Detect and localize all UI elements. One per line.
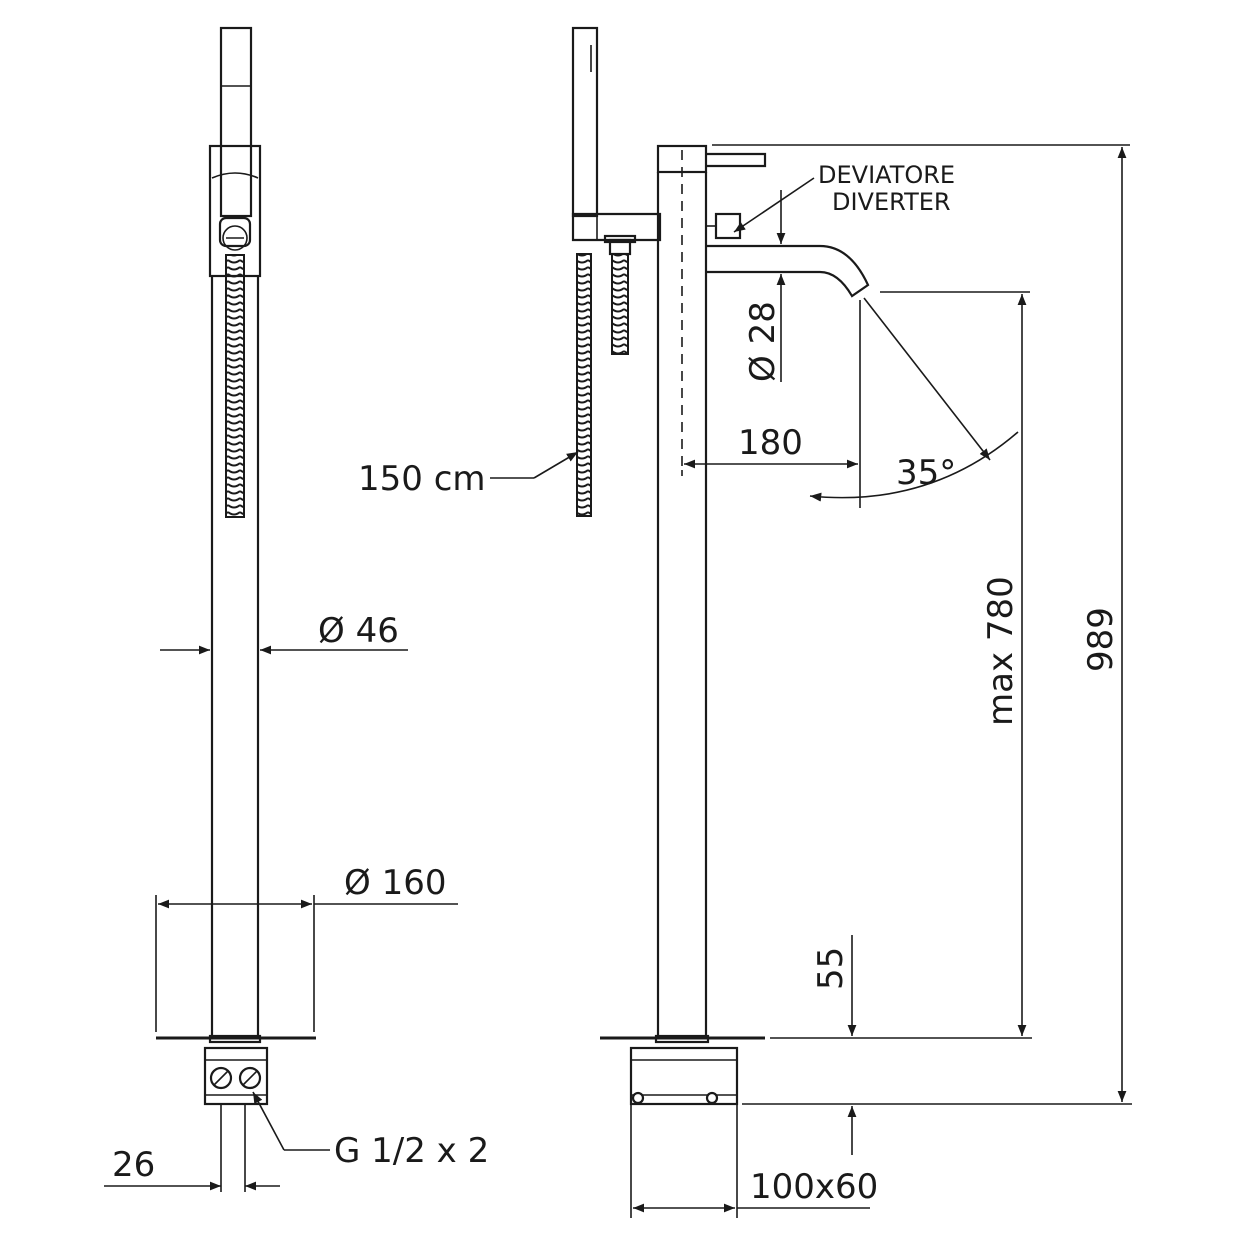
box-size-label: 100x60 bbox=[750, 1167, 878, 1207]
diverter-label-it: DEVIATORE bbox=[818, 161, 955, 189]
shower-hose-front bbox=[225, 254, 245, 518]
diverter-knob bbox=[714, 212, 742, 240]
diverter-label-en: DIVERTER bbox=[832, 188, 951, 216]
hand-shower-front bbox=[219, 26, 253, 218]
spout-angle-label: 35° bbox=[896, 453, 956, 493]
connection-box-front bbox=[203, 1046, 269, 1106]
spout-height-label: max 780 bbox=[981, 576, 1021, 726]
spout bbox=[706, 244, 870, 298]
side-view: 100x60 DEVIATORE DIVERTER Ø 28 180 35° m… bbox=[358, 26, 1132, 1218]
base-diameter-label: Ø 160 bbox=[344, 863, 446, 903]
hand-shower-side bbox=[571, 26, 599, 218]
connection-label: G 1/2 x 2 bbox=[334, 1131, 489, 1171]
connection-spacing-label: 26 bbox=[112, 1145, 155, 1185]
spout-diameter-label: Ø 28 bbox=[743, 301, 783, 382]
column-diameter-label: Ø 46 bbox=[318, 611, 399, 651]
floor-offset-label: 55 bbox=[811, 947, 851, 990]
installation-box-side bbox=[629, 1046, 739, 1106]
front-view: Ø 46 Ø 160 26 G 1/2 x 2 bbox=[104, 26, 489, 1192]
spout-reach-label: 180 bbox=[738, 423, 803, 463]
total-height-label: 989 bbox=[1081, 607, 1121, 672]
shower-hose-side bbox=[576, 253, 592, 517]
hose-length-label: 150 cm bbox=[358, 459, 486, 499]
